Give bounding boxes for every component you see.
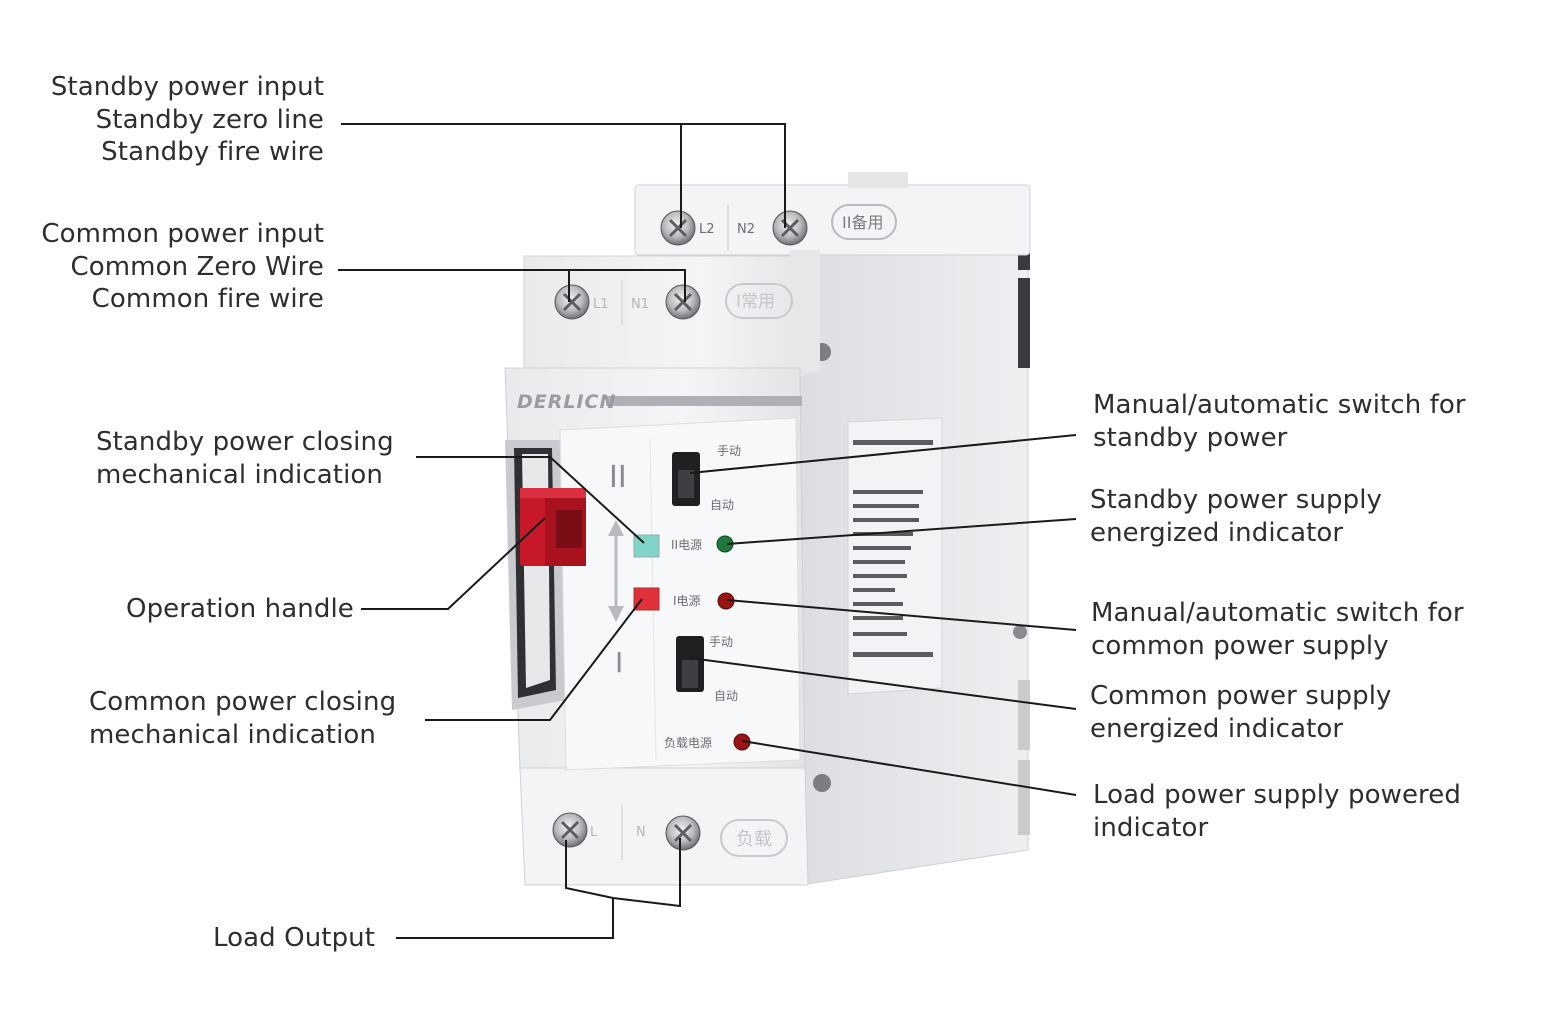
auto-text-standby: 自动 (710, 498, 734, 512)
lamp-common-text: I电源 (673, 594, 701, 608)
label-common-energized-line2: energized indicator (1090, 713, 1344, 744)
terminal-l1-text: L1 (593, 297, 609, 312)
label-standby-input-line1: Standby power input (50, 72, 324, 102)
leader-operation-handle (361, 517, 546, 610)
roman-standby: II (609, 460, 627, 495)
leader-load-powered (741, 740, 1077, 796)
terminal-screws (552, 205, 808, 860)
label-common-closing-line2: mechanical indication (89, 719, 377, 750)
label-manual-auto-common-line1: Manual/automatic switch for (1091, 598, 1464, 628)
slide-switches (672, 452, 704, 692)
label-load-powered: Load power supply powered indicator (1093, 779, 1461, 844)
roman-common: I (615, 646, 623, 679)
label-load-powered-line1: Load power supply powered (1093, 780, 1461, 810)
label-common-input-line3: Common fire wire (91, 284, 324, 314)
lamp-load-text: 负载电源 (664, 736, 712, 750)
manual-text-common: 手动 (709, 635, 733, 649)
label-standby-energized-line1: Standby power supply (1090, 485, 1383, 515)
label-manual-auto-standby-line1: Manual/automatic switch for (1093, 390, 1466, 420)
leader-standby-closing (416, 456, 645, 544)
label-common-input: Common power input Common Zero Wire Comm… (41, 218, 324, 316)
label-operation-handle-line1: Operation handle (126, 594, 354, 624)
label-load-output: Load Output (213, 922, 375, 955)
device-front-body (504, 367, 809, 886)
badge-standby-text: II备用 (842, 213, 883, 232)
label-manual-auto-standby-line2: standby power (1093, 422, 1288, 453)
badge-common-text: I常用 (736, 292, 775, 312)
standby-terminal-block (634, 172, 1031, 256)
auto-text-common: 自动 (714, 689, 738, 703)
leader-common-input (338, 269, 686, 302)
leader-lines (338, 123, 1077, 939)
leader-manual-auto-common (726, 599, 1077, 631)
label-common-input-line1: Common power input (41, 219, 324, 249)
terminal-badges (720, 204, 897, 857)
label-manual-auto-common: Manual/automatic switch for common power… (1091, 597, 1464, 662)
label-common-energized: Common power supply energized indicator (1090, 680, 1392, 745)
terminal-n1-text: N1 (631, 297, 649, 312)
label-standby-energized-line2: energized indicator (1090, 517, 1344, 548)
label-standby-input-line2: Standby zero line (95, 104, 324, 135)
label-standby-input-line3: Standby fire wire (101, 137, 324, 167)
terminal-n-text: N (636, 825, 646, 840)
label-common-closing-line1: Common power closing (89, 687, 397, 717)
manual-text-standby: 手动 (717, 444, 741, 458)
leader-load-bracket (565, 838, 681, 908)
label-standby-closing-line2: mechanical indication (96, 459, 384, 490)
leader-common-energized (689, 657, 1077, 710)
label-standby-energized: Standby power supply energized indicator (1090, 484, 1382, 549)
label-manual-auto-common-line2: common power supply (1091, 630, 1389, 661)
brand-logo: DERLICN (517, 391, 616, 413)
label-load-powered-line2: indicator (1093, 812, 1209, 843)
label-load-output-line1: Load Output (213, 923, 376, 953)
label-manual-auto-standby: Manual/automatic switch for standby powe… (1093, 389, 1466, 454)
leader-manual-auto-standby (689, 434, 1077, 474)
device-side-panel (789, 189, 1030, 886)
leader-standby-energized (726, 518, 1077, 545)
label-standby-closing: Standby power closing mechanical indicat… (96, 426, 394, 491)
terminal-l2-text: L2 (699, 222, 715, 237)
label-standby-closing-line1: Standby power closing (96, 427, 394, 457)
label-operation-handle: Operation handle (126, 593, 354, 626)
label-common-closing: Common power closing mechanical indicati… (89, 686, 396, 751)
terminal-n2-text: N2 (737, 222, 755, 237)
label-standby-input: Standby power input Standby zero line St… (51, 71, 324, 169)
leader-standby-input (341, 123, 786, 228)
leader-common-closing (425, 598, 643, 721)
leader-load-output (396, 898, 614, 939)
operation-handle-shape (520, 488, 586, 566)
terminal-l-text: L (590, 825, 598, 840)
lamp-standby-text: II电源 (671, 538, 702, 552)
label-common-energized-line1: Common power supply (1090, 681, 1392, 711)
label-common-input-line2: Common Zero Wire (70, 251, 324, 282)
badge-load-text: 负载 (736, 829, 772, 850)
